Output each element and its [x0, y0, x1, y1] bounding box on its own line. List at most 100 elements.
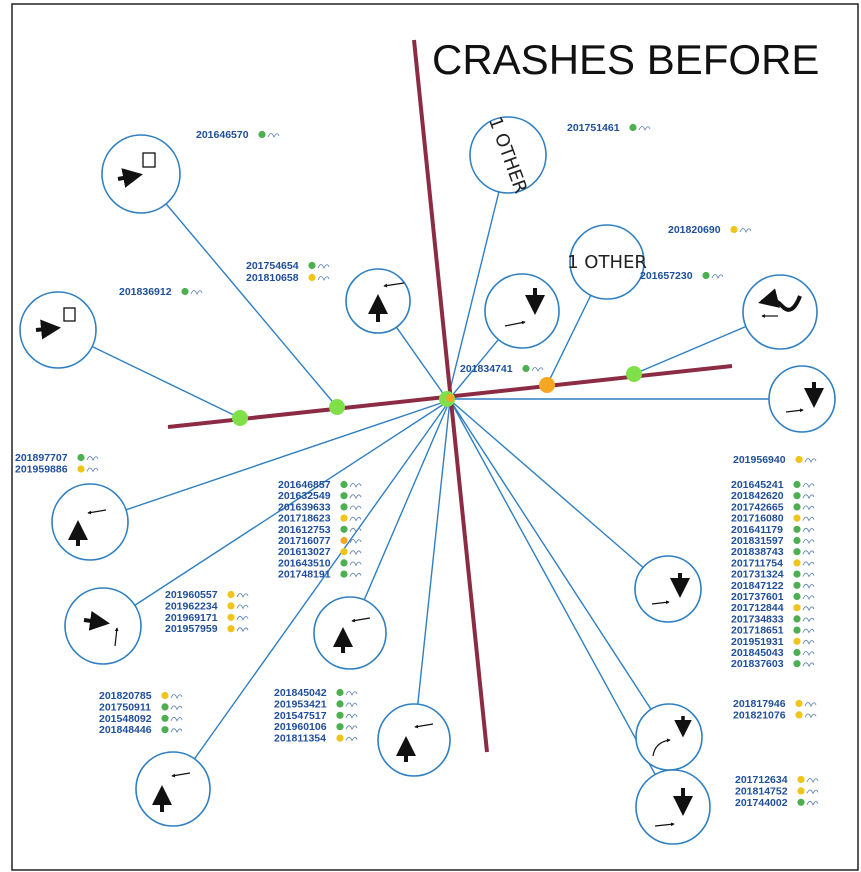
- crash-type-glyph-icon: [345, 702, 358, 708]
- crash-type-glyph-icon: [86, 456, 99, 461]
- severity-badge-icon: [793, 480, 801, 489]
- crash-report-id: 201632549: [278, 490, 331, 502]
- straight-and-left-arrows-icon: [135, 751, 211, 827]
- leader-line: [449, 399, 669, 590]
- crash-type-glyph-icon: [802, 583, 815, 589]
- severity-badge-icon: [340, 559, 348, 567]
- straight-and-left-arrows-icon: [51, 483, 129, 561]
- crash-type-glyph-icon: [802, 617, 815, 623]
- crash-type-glyph-icon: [802, 561, 815, 567]
- crash-type-glyph-icon: [802, 539, 815, 544]
- severity-badge-icon: [181, 287, 189, 296]
- severity-badge-icon: [340, 536, 348, 545]
- crash-id-group: 201751461: [567, 122, 651, 134]
- severity-badge-icon: [793, 536, 801, 545]
- crash-report-id: 201836912: [119, 286, 172, 298]
- crash-type-glyph-icon: [170, 728, 183, 734]
- crash-report-id: 201731324: [731, 569, 784, 581]
- crash-type-glyph-icon: [802, 505, 815, 511]
- crash-type-glyph-icon: [802, 651, 815, 656]
- crash-report-id: 201751461: [567, 122, 620, 134]
- severity-badge-icon: [793, 637, 801, 645]
- crash-report-id: 201711754: [731, 557, 783, 569]
- severity-badge-icon: [793, 592, 801, 601]
- crash-report-id: 201959886: [15, 464, 68, 476]
- crash-type-glyph-icon: [802, 595, 815, 600]
- crash-type-glyph-icon: [711, 274, 724, 279]
- severity-badge-icon: [793, 548, 801, 556]
- severity-badge-icon: [793, 660, 801, 668]
- crash-id-group: 201956940: [733, 454, 817, 466]
- crash-report-id: 201643510: [278, 557, 331, 569]
- crash-report-id: 201641179: [731, 524, 783, 536]
- crash-report-id: 201645241: [731, 479, 784, 491]
- crash-report-id: 201969171: [165, 612, 218, 624]
- crash-report-id: 201718623: [278, 513, 331, 525]
- severity-badge-icon: [797, 787, 805, 795]
- leader-line: [447, 154, 509, 399]
- severity-badge-icon: [793, 525, 801, 533]
- crash-type-glyph-icon: [802, 628, 815, 634]
- crash-type-glyph-icon: [802, 494, 815, 500]
- crash-type-glyph-icon: [806, 778, 819, 783]
- crash-report-id: 201845042: [274, 687, 327, 699]
- leader-line: [89, 399, 451, 523]
- crash-report-id: 201646857: [278, 479, 331, 491]
- down-and-right-arrows-icon: [484, 273, 560, 349]
- severity-badge-icon: [730, 225, 738, 234]
- severity-badge-icon: [77, 465, 85, 473]
- crash-id-group: 2016452412018426202017426652017160802016…: [731, 479, 815, 670]
- crash-type-glyph-icon: [806, 800, 819, 806]
- svg-text:1 OTHER: 1 OTHER: [567, 252, 647, 273]
- crash-report-id: 201848446: [99, 724, 152, 736]
- crash-type-glyph-icon: [802, 662, 815, 668]
- crash-report-id: 201748191: [278, 569, 331, 581]
- crash-report-id: 201814752: [735, 785, 788, 797]
- crash-report-id: 201820690: [668, 224, 721, 236]
- severity-badge-icon: [793, 604, 801, 612]
- crash-report-id: 201754654: [246, 260, 299, 272]
- crash-id-group: 201646570: [196, 129, 280, 141]
- manoeuvre-circles: 1 OTHER 1 OTHER: [19, 114, 836, 845]
- crash-type-glyph-icon: [349, 483, 362, 488]
- severity-badge-icon: [793, 581, 801, 589]
- crash-report-id: 201956940: [733, 454, 786, 466]
- crash-report-id: 201716077: [278, 535, 331, 547]
- crash-type-glyph-icon: [806, 789, 819, 795]
- crash-type-glyph-icon: [349, 572, 362, 578]
- crash-report-id: 201820785: [99, 690, 152, 702]
- location-marker-orange: [446, 394, 454, 402]
- crash-report-id: 201957959: [165, 623, 218, 635]
- crash-type-glyph-icon: [804, 458, 817, 463]
- crash-type-glyph-icon: [802, 606, 815, 612]
- severity-badge-icon: [797, 798, 805, 806]
- diagram-border: [11, 3, 859, 871]
- crash-report-id: 201547517: [274, 710, 327, 722]
- crash-type-glyph-icon: [349, 527, 362, 533]
- crash-type-glyph-icon: [802, 483, 815, 488]
- crash-type-glyph-icon: [345, 736, 358, 742]
- crash-type-glyph-icon: [349, 494, 362, 500]
- crash-type-glyph-icon: [802, 639, 815, 645]
- severity-badge-icon: [340, 525, 348, 533]
- crash-report-id: 201821076: [733, 709, 786, 721]
- crash-type-glyph-icon: [236, 604, 249, 610]
- crash-report-id: 201842620: [731, 490, 784, 502]
- severity-badge-icon: [793, 503, 801, 511]
- severity-badge-icon: [336, 700, 344, 708]
- down-and-right-arrows-icon: [768, 365, 836, 433]
- leader-line: [349, 399, 451, 634]
- severity-badge-icon: [340, 480, 348, 489]
- crash-type-glyph-icon: [236, 615, 249, 621]
- severity-badge-icon: [77, 453, 85, 462]
- location-marker-green: [232, 410, 248, 426]
- crash-report-id: 201960106: [274, 721, 327, 733]
- crash-report-id: 201613027: [278, 546, 331, 558]
- severity-badge-icon: [161, 726, 169, 734]
- diagram-title: CRASHES BEFORE: [432, 36, 819, 83]
- crash-report-id: 201845043: [731, 647, 784, 659]
- severity-badge-icon: [161, 691, 169, 700]
- crash-type-glyph-icon: [345, 691, 358, 696]
- severity-badge-icon: [308, 273, 316, 282]
- crash-type-glyph-icon: [345, 713, 358, 719]
